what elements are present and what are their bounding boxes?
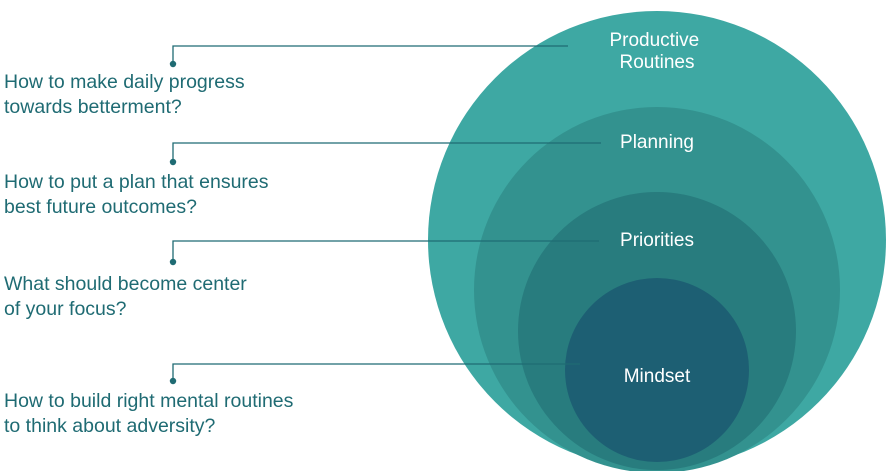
label-planning: Planning [620,132,694,153]
connector-line-3 [172,240,599,262]
label-mindset: Mindset [624,366,691,387]
label-productive-routines-line-2: Routines [620,52,695,73]
question-productive-routines-line-1: How to make daily progress [4,71,245,93]
question-planning-line-1: How to put a plan that ensures [4,171,269,193]
question-priorities-line-2: of your focus? [4,298,127,320]
circle-mindset [565,278,749,462]
connector-line-2 [172,142,601,162]
connector-line-1 [172,45,568,64]
connector-dot-3 [169,258,177,266]
connector-line-4 [172,363,580,381]
label-productive-routines-line-1: Productive [609,30,699,51]
connector-4 [169,363,580,385]
connector-dot-2 [169,158,177,166]
question-priorities: What should become center of your focus? [4,272,384,322]
question-mindset: How to build right mental routines to th… [4,389,384,439]
question-mindset-line-2: to think about adversity? [4,415,216,437]
connector-2 [169,142,601,166]
label-productive-routines: Productive Routines [609,30,704,73]
question-planning-line-2: best future outcomes? [4,196,197,218]
connector-1 [169,45,568,68]
label-priorities: Priorities [620,230,694,251]
connector-3 [169,240,599,266]
question-priorities-line-1: What should become center [4,273,247,295]
connector-dot-4 [169,377,177,385]
question-mindset-line-1: How to build right mental routines [4,390,294,412]
question-planning: How to put a plan that ensures best futu… [4,170,384,220]
question-productive-routines-line-2: towards betterment? [4,96,182,118]
question-productive-routines: How to make daily progress towards bette… [4,70,384,120]
connector-dot-1 [169,60,177,68]
